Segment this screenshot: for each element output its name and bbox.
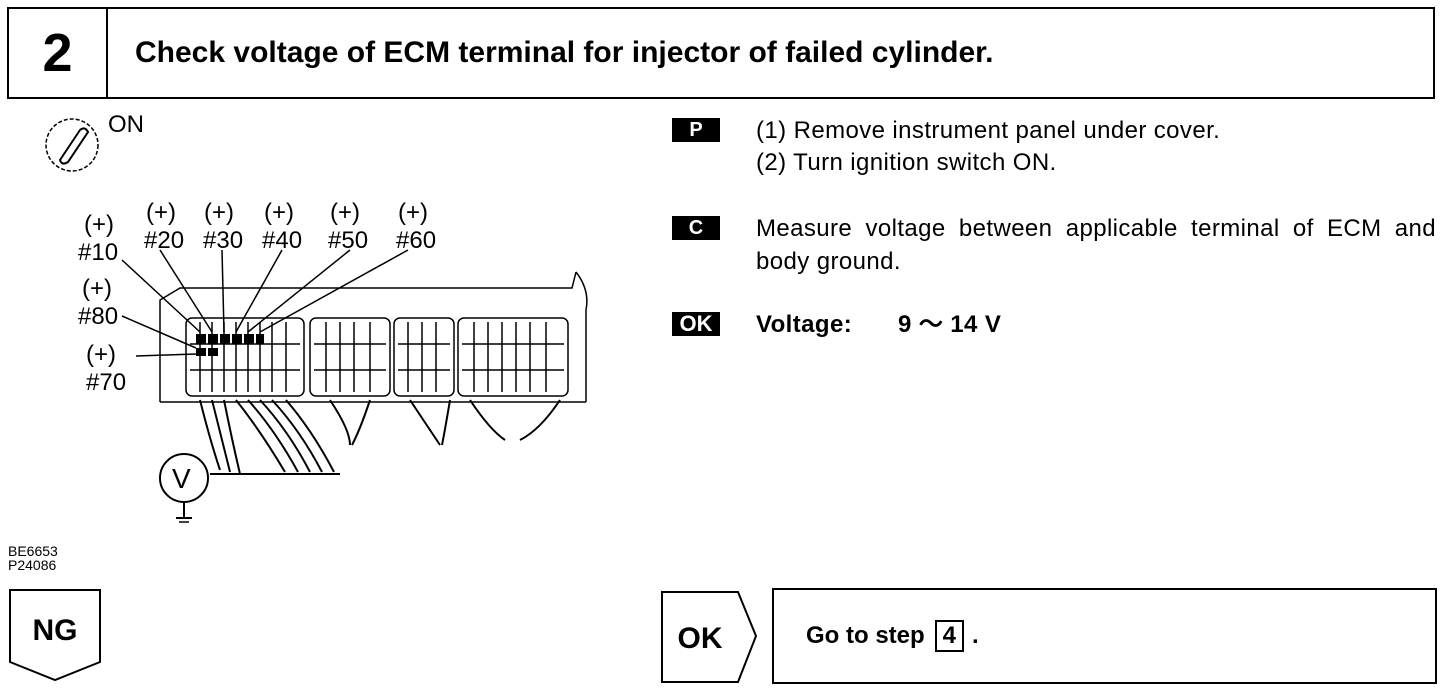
ok-label: OK (678, 622, 723, 655)
leader-lines (121, 249, 409, 357)
ok-badge: OK (672, 311, 720, 336)
terminal-50-number: #50 (328, 227, 368, 254)
terminal-10-polarity: (+) (84, 211, 114, 238)
ignition-switch-icon (45, 118, 99, 172)
terminal-80-polarity: (+) (82, 275, 112, 302)
step-header: 2 Check voltage of ECM terminal for inje… (7, 7, 1435, 99)
terminal-20-number: #20 (144, 227, 184, 254)
terminal-70-polarity: (+) (86, 341, 116, 368)
terminal-20-polarity: (+) (146, 199, 176, 226)
go-to-step-text: Go to step (806, 622, 925, 649)
voltage-value: 9 ～ 14 V (898, 311, 1002, 338)
terminal-60-polarity: (+) (398, 199, 428, 226)
go-to-step: Go to step 4 . (806, 590, 979, 682)
check-badge: C (672, 216, 720, 240)
terminal-40-number: #40 (262, 227, 302, 254)
terminal-80-number: #80 (78, 303, 118, 330)
prep-badge: P (672, 118, 720, 142)
ok-action-box: Go to step 4 . (772, 588, 1437, 684)
terminal-30-number: #30 (203, 227, 243, 254)
figure-code-2: P24086 (8, 557, 57, 573)
terminal-70-number: #70 (86, 369, 126, 396)
voltmeter-icon: V (159, 453, 340, 523)
wire-harness (199, 399, 561, 475)
figure-code-1: BE6653 (8, 543, 58, 559)
terminal-10-number: #10 (78, 239, 118, 266)
go-to-step-suffix: . (972, 622, 979, 649)
terminal-50-polarity: (+) (330, 199, 360, 226)
prep-step-2: (2) Turn ignition switch ON. (756, 149, 1057, 176)
terminal-40-polarity: (+) (264, 199, 294, 226)
check-text: Measure voltage between applicable termi… (756, 215, 1436, 275)
ng-result: NG (8, 588, 102, 689)
voltmeter-symbol: V (172, 463, 191, 494)
ignition-on-label: ON (108, 111, 144, 138)
voltage-label: Voltage: (756, 311, 853, 338)
terminal-60-number: #60 (396, 227, 436, 254)
ng-label: NG (33, 614, 78, 647)
ok-result: OK (660, 590, 758, 691)
prep-step-1: (1) Remove instrument panel under cover. (756, 117, 1221, 144)
step-number: 2 (9, 9, 108, 97)
step-reference[interactable]: 4 (934, 620, 965, 652)
ecm-connector-illustration: ON (+) #10 (+) #20 (+) #30 (+) #40 (+) #… (45, 111, 588, 523)
ecm-diagram: ON (+) #10 (+) #20 (+) #30 (+) #40 (+) #… (0, 100, 640, 530)
measured-pins (196, 334, 264, 356)
step-title: Check voltage of ECM terminal for inject… (135, 36, 994, 69)
terminal-30-polarity: (+) (204, 199, 234, 226)
